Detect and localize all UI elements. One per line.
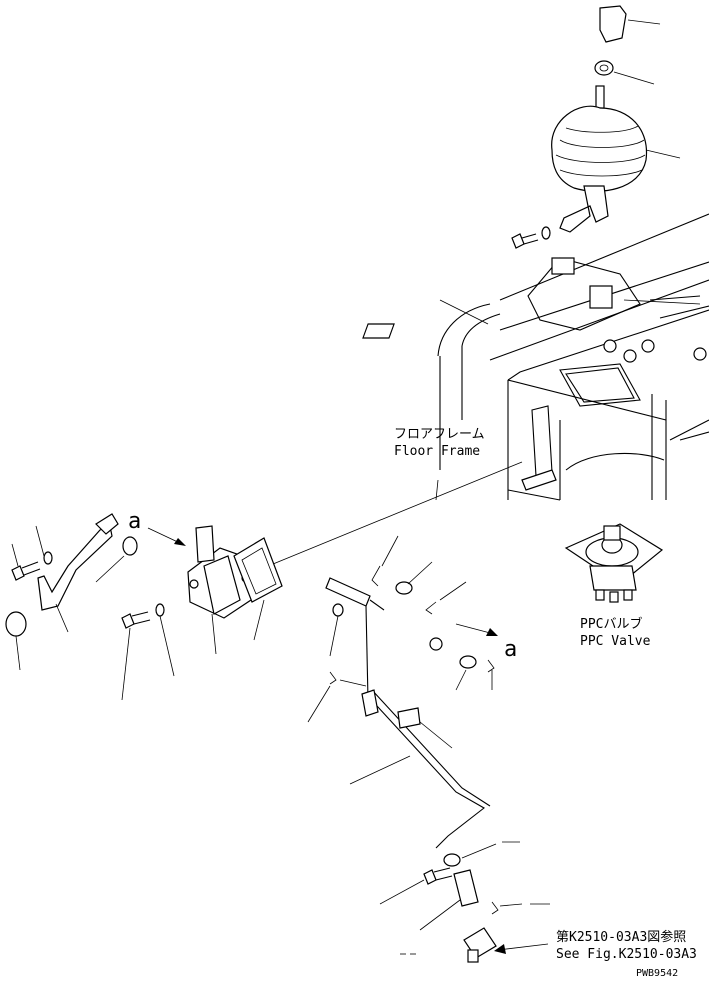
lever-bolt-left xyxy=(11,551,53,581)
split-pin-1 xyxy=(371,565,437,615)
washer-2 xyxy=(459,655,477,669)
lever-nut xyxy=(594,60,655,85)
ref-jp-label: 第K2510-03A3図参照 xyxy=(556,929,686,945)
ref-en-label: See Fig.K2510-03A3 xyxy=(556,947,697,962)
ppc-valve-en-label: PPC Valve xyxy=(580,634,651,649)
hand-lever xyxy=(37,513,119,611)
pin-small xyxy=(429,637,495,673)
control-rod xyxy=(329,605,491,849)
floor-frame xyxy=(362,213,709,501)
connector xyxy=(463,927,497,963)
ppc-valve-jp-label: PPCバルブ xyxy=(580,616,642,632)
arrow-a-label-top: a xyxy=(128,509,141,534)
lever-boot xyxy=(551,85,681,192)
reference-arrow xyxy=(494,943,549,954)
lever-cap xyxy=(5,611,27,637)
pedal-bolt xyxy=(121,603,165,629)
drawing-id: PWB9542 xyxy=(636,968,678,979)
bushing xyxy=(122,536,138,556)
lever-bolt xyxy=(511,226,551,249)
floor-frame-en-label: Floor Frame xyxy=(394,444,480,459)
washer-1 xyxy=(395,581,413,595)
arrow-a-right xyxy=(455,623,498,636)
leader-lines xyxy=(11,479,550,955)
floor-frame-jp-label: フロアフレーム xyxy=(394,427,485,442)
gasket xyxy=(233,537,283,603)
ppc-valve xyxy=(564,523,664,603)
bottom-bracket xyxy=(453,869,499,915)
arrow-a-top xyxy=(147,527,186,546)
frame-reference-line xyxy=(233,461,523,581)
lever-knob xyxy=(599,5,661,43)
arrow-a-label-right: a xyxy=(504,637,517,662)
lever-bracket xyxy=(559,185,609,233)
bottom-bolt xyxy=(423,867,453,885)
bottom-nut xyxy=(443,853,461,867)
